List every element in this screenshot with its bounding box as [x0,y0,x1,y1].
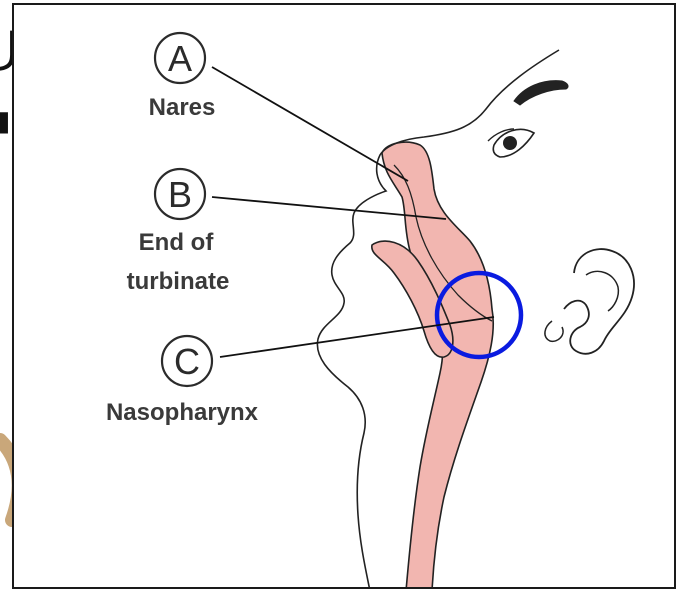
label-a: A Nares [149,33,216,121]
label-a-text: Nares [149,94,216,121]
label-b-letter: B [168,174,192,215]
ear-icon [564,249,634,354]
eyebrow-icon [514,81,568,105]
pointer-line-a [212,67,408,181]
label-b-text-line1: End of [139,229,215,256]
label-c: C Nasopharynx [106,336,259,426]
label-b-text-line2: turbinate [127,268,230,295]
label-b: B End of turbinate [127,169,230,295]
label-c-text: Nasopharynx [106,399,259,426]
background-text-fragment: r [0,250,1,294]
anatomy-diagram: A Nares B End of turbinate C Nasopharynx [14,5,676,589]
nasopharynx-anatomy-figure: A Nares B End of turbinate C Nasopharynx [12,3,676,589]
label-c-letter: C [174,341,200,382]
airway-passage [382,142,493,589]
label-a-letter: A [168,38,192,79]
background-text-fragment: ■ [0,100,11,144]
